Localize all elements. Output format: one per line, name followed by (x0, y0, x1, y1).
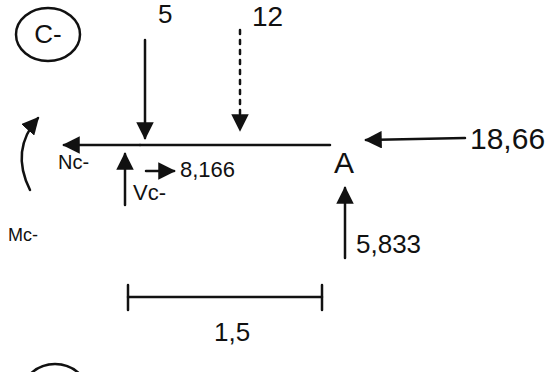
dimension-tick (321, 285, 324, 310)
force-label: 12 (252, 2, 283, 33)
normal-force-arrow (64, 144, 140, 147)
small-force-arrow (146, 170, 174, 173)
force-label: 5 (158, 0, 172, 29)
force-label: A (334, 146, 354, 179)
force-label: Mc- (8, 226, 38, 246)
force-label: 1,5 (214, 318, 250, 347)
section-circle: C- (14, 6, 82, 63)
force-label: Nc- (58, 151, 89, 173)
force-label: 8,166 (180, 158, 235, 182)
point-load-arrow (144, 40, 147, 138)
force-label: 18,66 (470, 122, 545, 155)
shear-force-arrow (124, 154, 127, 205)
force-label: 5,833 (356, 230, 421, 259)
partial-circle (23, 364, 87, 372)
moment-arrow (22, 118, 38, 190)
beam-line (140, 144, 330, 147)
dimension-tick (127, 285, 130, 310)
distributed-load-arrow (239, 30, 242, 130)
horizontal-reaction-arrow (366, 138, 465, 140)
section-name: C- (34, 19, 61, 50)
force-label: Vc- (133, 181, 166, 205)
vertical-reaction-arrow (344, 188, 347, 258)
dimension-line (128, 296, 322, 299)
